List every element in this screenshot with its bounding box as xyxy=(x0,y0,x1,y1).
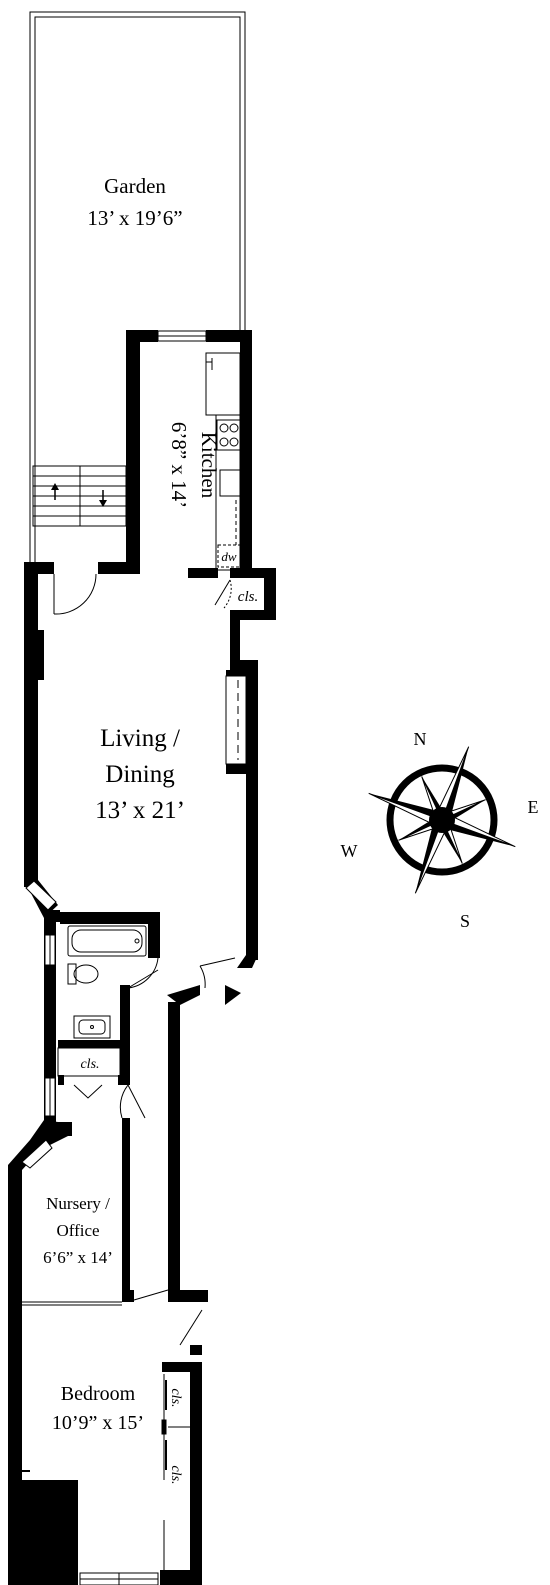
kitchen-fixtures xyxy=(205,352,245,571)
stair-down-arrow-icon xyxy=(99,490,107,507)
nursery-label-line2: Office xyxy=(56,1221,99,1240)
bedroom-size: 10’9” x 15’ xyxy=(52,1412,144,1434)
doors xyxy=(22,573,236,1346)
kitchen-sink xyxy=(219,469,241,497)
dishwasher xyxy=(217,544,241,568)
compass-north-label: N xyxy=(414,729,427,749)
walls xyxy=(8,330,276,1585)
living-label-line1: Living / xyxy=(100,725,180,752)
garden-area xyxy=(29,11,246,565)
stair-up-arrow-icon xyxy=(51,483,59,500)
garden-size: 13’ x 19’6” xyxy=(87,206,182,230)
garden-label: Garden xyxy=(104,174,166,198)
kitchen-size: 6’8” x 14’ xyxy=(167,422,191,508)
compass-rose-icon xyxy=(368,746,516,894)
compass-west-label: W xyxy=(341,841,358,861)
nursery-size: 6’6” x 14’ xyxy=(43,1248,113,1267)
garden-steps xyxy=(32,465,127,527)
stove xyxy=(216,419,241,451)
windows xyxy=(21,330,207,1585)
nursery-label-line1: Nursery / xyxy=(46,1194,110,1213)
bathroom-sink xyxy=(73,1015,111,1039)
dishwasher-label: dw xyxy=(221,549,237,564)
toilet xyxy=(67,963,99,985)
closet-label-bedroom-2: cls. xyxy=(168,1465,183,1484)
built-in-cabinet xyxy=(225,675,247,765)
living-size: 13’ x 21’ xyxy=(95,797,185,824)
bedroom-closets xyxy=(161,1374,190,1570)
closet-label-living: cls. xyxy=(238,589,258,605)
closet-label-bedroom-1: cls. xyxy=(168,1388,183,1407)
kitchen-label: Kitchen xyxy=(197,432,221,499)
bathtub xyxy=(67,925,147,957)
bathroom-fixtures xyxy=(57,925,147,1077)
compass-south-label: S xyxy=(460,911,470,931)
entry-arrow-icon xyxy=(225,985,241,1005)
compass-east-label: E xyxy=(528,797,539,817)
living-label-line2: Dining xyxy=(105,761,175,788)
bedroom-label: Bedroom xyxy=(61,1383,136,1405)
closet-label-bath: cls. xyxy=(80,1057,99,1072)
